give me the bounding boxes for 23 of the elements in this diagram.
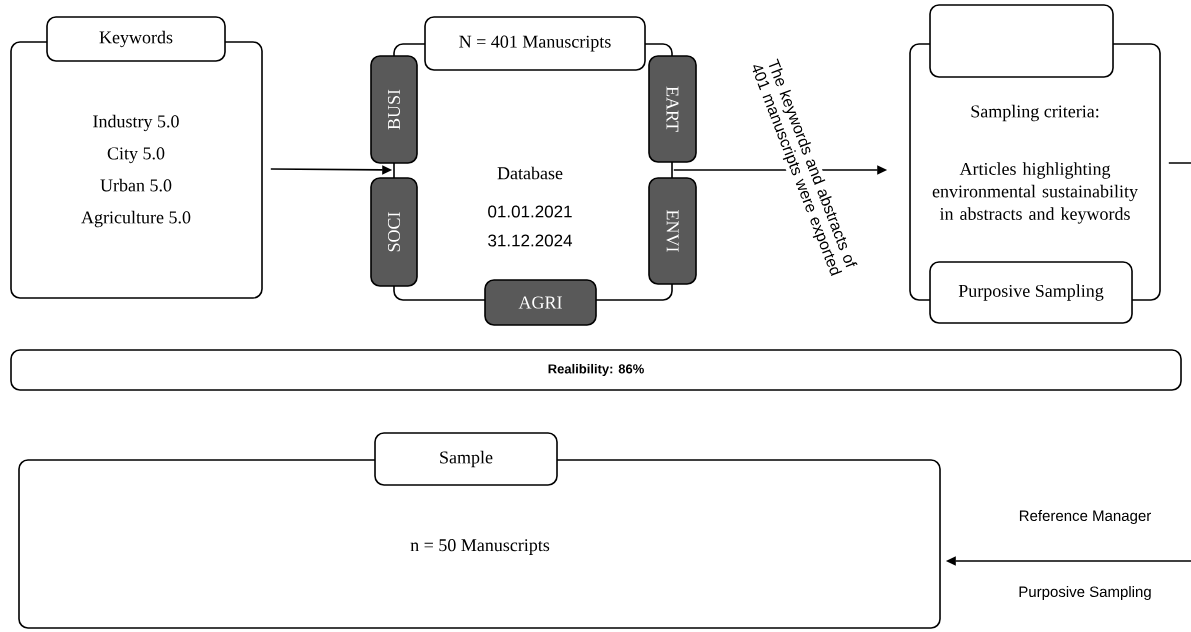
node-label: Urban 5.0: [100, 178, 172, 192]
category-chip: SOCI: [370, 177, 418, 287]
tab-box: [929, 4, 1114, 78]
arrow-label: Purposive Sampling: [1019, 586, 1151, 600]
criteria-heading: Sampling criteria:: [971, 104, 1099, 122]
category-chip: BUSI: [370, 55, 418, 164]
category-chip: EART: [648, 55, 697, 163]
sample-count: n = 50 Manuscripts: [410, 539, 550, 555]
database-label: Database: [497, 166, 563, 180]
category-chip: AGRI: [484, 279, 597, 326]
node-label: Agriculture 5.0: [81, 210, 191, 228]
arrow-label: Reference Manager: [1019, 510, 1151, 524]
node-label: City 5.0: [107, 147, 165, 164]
date-range: 01.01.2021 31.12.2024: [488, 205, 573, 247]
tab-label: Keywords: [46, 16, 226, 62]
tab-label: Purposive Sampling: [929, 261, 1133, 324]
keyword-list: Industry 5.0 City 5.0 Urban 5.0 Agriculture 5.0: [81, 114, 191, 228]
tab-label: N = 401 Manuscripts: [424, 16, 646, 71]
tab-label: Sample: [374, 432, 558, 486]
category-chip: ENVI: [648, 177, 697, 285]
criteria-text: Articles highlighting environmental sustainability in abstracts and keywords: [932, 162, 1138, 224]
reliability-band: Realibility: 86%: [10, 349, 1182, 391]
node-label: Industry 5.0: [93, 114, 179, 132]
